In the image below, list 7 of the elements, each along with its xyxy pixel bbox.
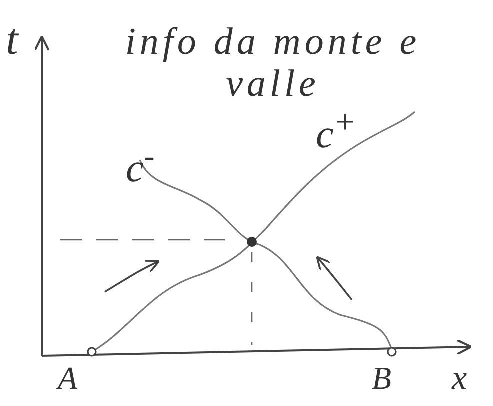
curve-label: c$^{+}$	[316, 106, 356, 154]
axis-label: t	[6, 18, 18, 62]
axis-label: x	[452, 362, 468, 396]
annotation-text: info da monte e valle	[124, 22, 422, 106]
curve-label: c$^{-}$	[126, 140, 155, 188]
point-label: B	[372, 362, 392, 394]
point-label: A	[58, 362, 78, 394]
